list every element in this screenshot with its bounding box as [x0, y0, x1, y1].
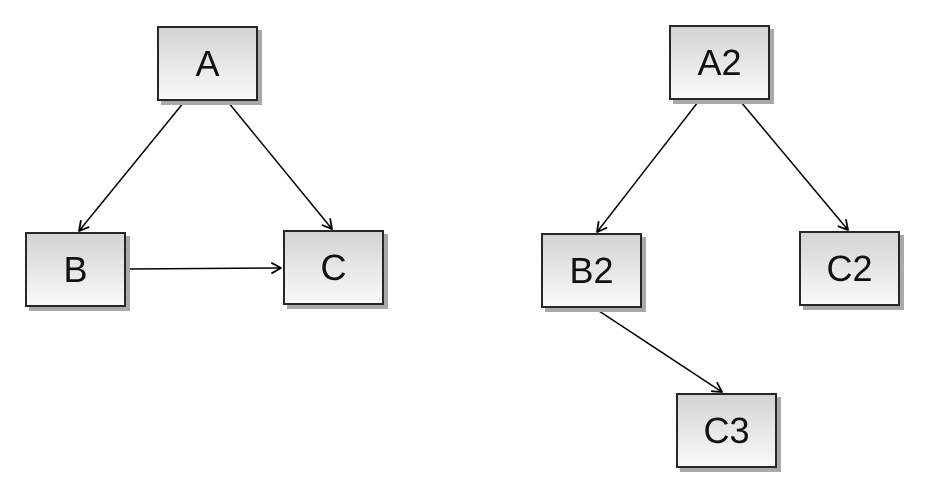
edge-a-b — [78, 101, 185, 232]
node-b2-label: B2 — [569, 249, 614, 291]
node-c3[interactable]: C3 — [676, 393, 777, 468]
node-c3-label: C3 — [703, 409, 750, 451]
node-c2[interactable]: C2 — [799, 231, 900, 306]
edge-a-c — [227, 101, 333, 230]
node-c2-label: C2 — [826, 247, 873, 289]
edge-b-c — [128, 262, 282, 274]
node-a2[interactable]: A2 — [669, 25, 770, 100]
node-b2[interactable]: B2 — [541, 233, 642, 308]
node-a2-label: A2 — [697, 41, 742, 83]
node-c[interactable]: C — [283, 230, 384, 305]
node-a[interactable]: A — [157, 26, 258, 101]
edge-b2-c3 — [595, 308, 723, 393]
node-b-label: B — [63, 248, 88, 290]
node-c-label: C — [320, 246, 347, 288]
node-a-label: A — [195, 42, 220, 84]
node-b[interactable]: B — [25, 232, 126, 307]
edge-a2-b2 — [596, 101, 699, 233]
edge-a2-c2 — [740, 101, 849, 231]
